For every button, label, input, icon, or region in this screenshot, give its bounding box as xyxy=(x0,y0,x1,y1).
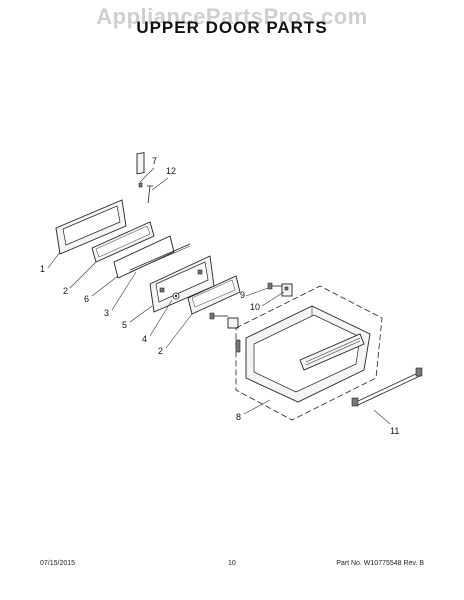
part-4-clip xyxy=(172,292,180,300)
callout-8: 8 xyxy=(236,412,241,422)
part-11-hinge-rod xyxy=(351,367,423,407)
callout-4: 4 xyxy=(142,334,147,344)
callout-9: 9 xyxy=(240,290,245,300)
callout-11: 11 xyxy=(390,426,399,436)
part-10-bracket xyxy=(281,283,293,297)
callout-1: 1 xyxy=(40,264,45,274)
footer-page-number: 10 xyxy=(228,560,236,567)
part-7-hinge xyxy=(136,152,145,188)
part-8-door-assembly xyxy=(235,285,383,421)
screw-left xyxy=(209,312,239,329)
page-title: UPPER DOOR PARTS xyxy=(136,18,328,37)
callout-12: 12 xyxy=(166,166,176,176)
watermark: AppliancePartsPros.com xyxy=(96,4,368,29)
callout-5: 5 xyxy=(122,320,127,330)
part-1-outer-door-frame xyxy=(55,199,127,255)
part-12-screw xyxy=(147,185,153,204)
part-3-rod xyxy=(129,243,191,271)
footer-date: 07/15/2015 xyxy=(40,560,76,567)
footer-part-number: Part No. W10775548 Rev. B xyxy=(336,560,424,567)
part-6-glass xyxy=(113,235,175,279)
callout-2-lower: 2 xyxy=(158,346,163,356)
callout-2-upper: 2 xyxy=(63,286,68,296)
callout-7: 7 xyxy=(152,156,157,166)
callout-10: 10 xyxy=(250,302,260,312)
callout-3: 3 xyxy=(104,308,109,318)
callout-6: 6 xyxy=(84,294,89,304)
part-9-screw xyxy=(267,282,282,290)
